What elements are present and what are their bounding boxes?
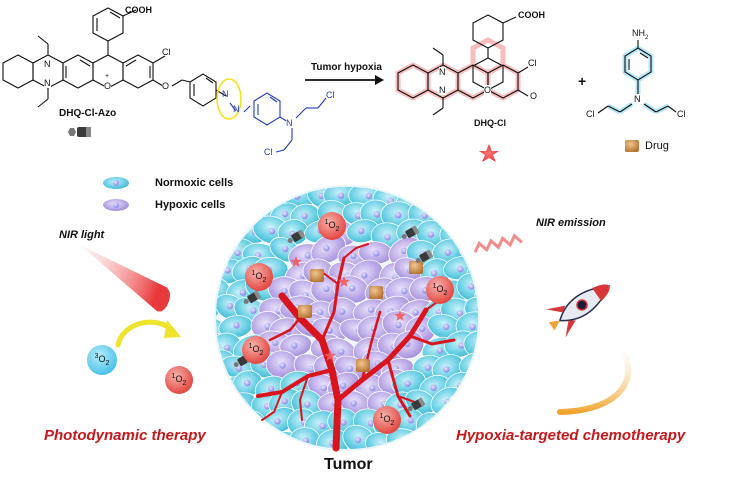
normoxic-cell [216,219,223,244]
normoxic-legend-icon [103,177,129,189]
tumor [214,160,516,452]
pdt-title: Photodynamic therapy [44,427,206,444]
singlet-oxygen-tumor: 1O2 [318,212,346,240]
dhq-cl-azo-structure [2,7,227,108]
normoxic-cell [466,219,478,246]
normoxic-cell [476,387,478,416]
singlet-oxygen-tumor: 1O2 [245,263,273,291]
singlet-oxygen-tumor: 1O2 [426,276,454,304]
normoxic-cell [223,431,257,449]
normoxic-cell [472,241,478,269]
normoxic-cell [435,187,474,210]
hypoxic-cell [265,350,299,380]
cl-label-3: Cl [586,109,595,119]
tumor-cell-layer [216,160,516,449]
fluorescence-star-icon [290,256,302,267]
caged-probe-icon [407,397,426,411]
caged-probe-icon [401,225,420,239]
hypoxic-cell [310,234,347,265]
normoxic-cell [479,315,516,347]
normoxic-cell [463,187,478,211]
singlet-oxygen-pdt: 1O2 [165,366,193,394]
plus-sign: + [578,73,587,89]
azo-n-label-1: N [222,89,229,99]
released-drug [409,261,423,274]
cl-label-1: Cl [162,47,171,57]
azo-n-label-2: N [233,104,240,114]
released-drug [310,269,324,282]
released-drug [298,305,312,318]
normoxic-cell [383,187,418,193]
o-label-ring: O [484,85,492,95]
azo-linker [229,92,327,153]
dhq-cl-structure [395,14,529,162]
cl-label-4: Cl [677,109,686,119]
n-label-1: N [44,59,51,69]
normoxic-cell [248,187,282,188]
caged-probe-icon [415,249,434,263]
drug-label: Drug [645,140,669,152]
rocket-trail [557,342,632,415]
nir-light-label: NIR light [59,229,105,241]
tumor-label: Tumor [324,456,373,473]
normoxic-legend-label: Normoxic cells [155,177,234,189]
normoxic-cell [216,392,235,416]
n-mustard-label-1: N [286,118,293,128]
reaction-arrow-label: Tumor hypoxia [311,62,382,73]
triplet-oxygen: 3O2 [87,345,117,375]
fluorescence-star-icon [479,144,499,162]
normoxic-cell [216,408,242,436]
o-label-ether: O [162,81,170,91]
n-label-2: N [44,78,51,88]
o-plus-label: O+ [104,73,112,91]
nir-emission-wave [473,233,523,253]
o-label-ketone: O [530,91,538,101]
rocket-icon [546,284,611,338]
singlet-oxygen-tumor: 1O2 [242,336,270,364]
reaction-arrow [305,75,384,85]
aniline-mustard-structure [597,40,677,152]
drug-legend-icon [625,140,639,152]
normoxic-cell [403,187,441,195]
normoxic-cell [419,187,457,209]
singlet-oxygen-tumor: 1O2 [373,406,401,434]
normoxic-cell [266,187,299,190]
cl-label-2: Cl [528,58,537,68]
released-drug [369,286,383,299]
product-label: DHQ-Cl [474,118,506,128]
normoxic-cell [469,199,478,228]
nir-emission-label: NIR emission [536,217,606,229]
reactant-label: DHQ-Cl-Azo [59,108,117,119]
n-label-5: N [634,94,641,104]
caged-drug-mini-icon [68,127,91,137]
normoxic-cell [450,187,478,194]
caged-probe-icon [243,290,262,304]
normoxic-cell [234,187,270,205]
caged-probe-icon [287,229,306,243]
normoxic-cell [453,203,478,233]
fluorescence-star-icon [324,350,336,361]
cooh-label-1: COOH [125,5,152,15]
hypoxic-legend-icon [103,199,129,211]
fluorescence-star-icon [394,310,406,321]
n-label-4: N [439,85,446,95]
azo-highlight [216,78,242,120]
n-label-3: N [439,67,446,77]
nh2-label: NH2 [632,28,649,41]
fluorescence-star-icon [338,276,350,287]
energy-transfer-arrow [115,319,181,348]
normoxic-cell [463,330,478,360]
nir-light-source [156,288,170,312]
cl-label-azo-1: Cl [326,90,335,100]
released-drug [356,359,370,372]
hypoxic-cell [279,333,313,358]
nir-light-beam [80,245,168,312]
normoxic-cell [475,187,478,193]
cl-label-azo-2: Cl [264,147,273,157]
hypoxic-legend-label: Hypoxic cells [155,199,226,211]
chemo-title: Hypoxia-targeted chemotherapy [456,427,686,444]
normoxic-cell [430,160,465,187]
cooh-label-2: COOH [518,10,545,20]
